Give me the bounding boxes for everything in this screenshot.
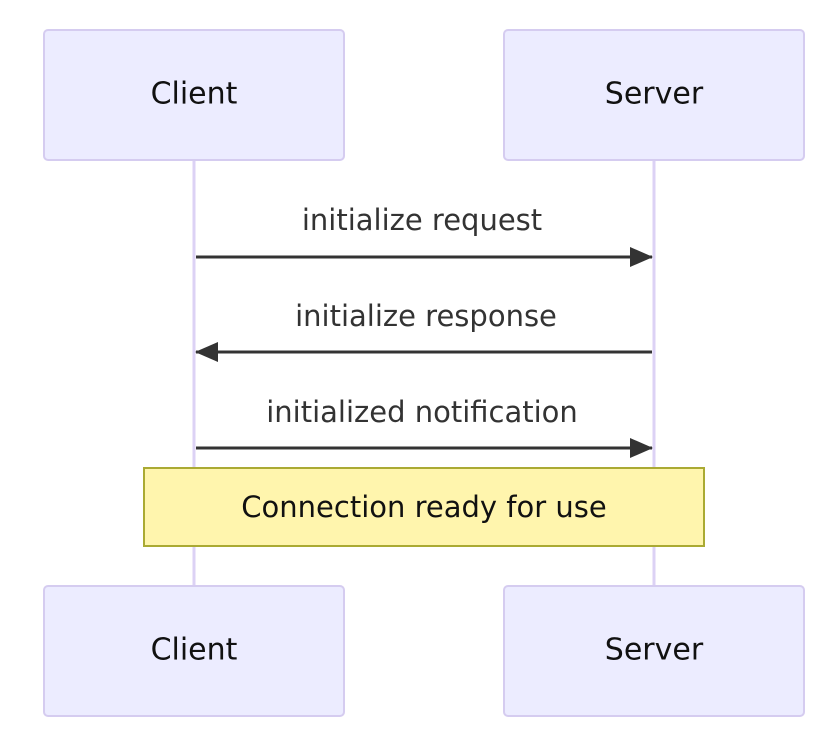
actor-client-bottom: Client [43, 585, 345, 717]
actor-client-top: Client [43, 29, 345, 161]
note-label: Connection ready for use [241, 490, 606, 524]
actor-server-top: Server [503, 29, 805, 161]
note-connection-ready: Connection ready for use [143, 467, 705, 547]
message-label: initialize response [295, 299, 557, 333]
message-initialize-request: initialize request [196, 203, 653, 267]
actor-server-bottom: Server [503, 585, 805, 717]
message-label: initialize request [302, 203, 542, 237]
message-initialized-notification: initialized notification [196, 395, 653, 458]
message-initialize-response: initialize response [195, 299, 652, 362]
actor-label: Server [605, 77, 704, 112]
actor-label: Client [151, 633, 238, 668]
message-label: initialized notification [266, 395, 578, 429]
actor-label: Server [605, 633, 704, 668]
actor-label: Client [151, 77, 238, 112]
